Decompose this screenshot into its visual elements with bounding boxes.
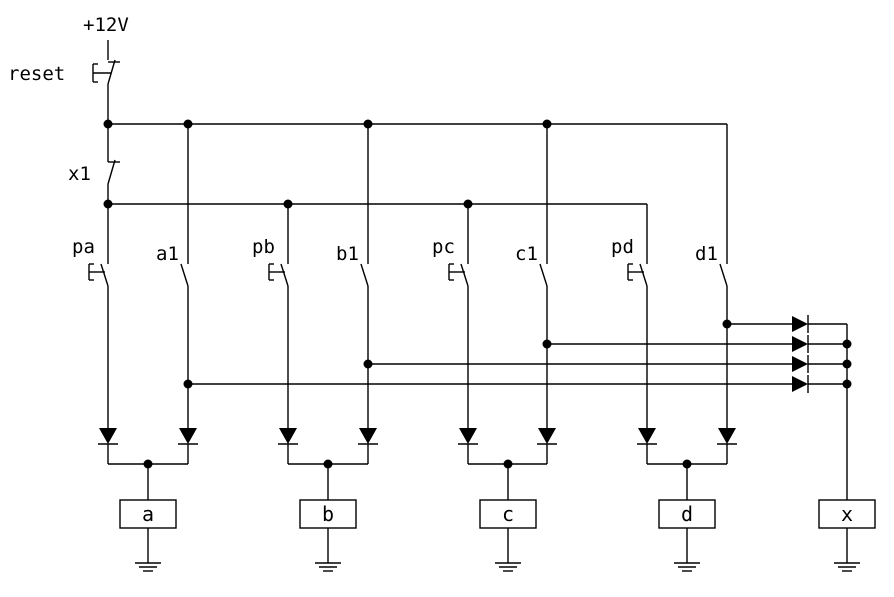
junction-dot xyxy=(183,379,193,389)
pd-diode xyxy=(637,428,657,445)
c1-switch xyxy=(539,263,548,287)
pd-switch xyxy=(627,263,648,287)
pb-diode xyxy=(278,428,298,445)
junction-dot xyxy=(842,359,852,369)
c1-label: c1 xyxy=(515,243,538,265)
x-diode xyxy=(792,355,809,373)
pc-switch xyxy=(448,263,469,287)
c1-diode xyxy=(537,428,557,445)
c-merge-wires xyxy=(467,444,548,500)
ground-icon xyxy=(834,528,860,572)
ground-icon xyxy=(495,528,521,572)
relay-c-label: c xyxy=(502,502,514,526)
supply-label: +12V xyxy=(83,14,129,36)
pc-label: pc xyxy=(432,236,455,258)
relay-d-label: d xyxy=(681,502,693,526)
d1-diode xyxy=(717,428,737,445)
ground-icon xyxy=(674,528,700,572)
ground-icon xyxy=(315,528,341,572)
pd-label: pd xyxy=(611,236,634,258)
relay-x-label: x xyxy=(841,502,853,526)
a1-switch xyxy=(180,263,189,287)
pa-label: pa xyxy=(72,236,95,258)
reset-label: reset xyxy=(8,63,65,85)
relay-a-label: a xyxy=(142,502,154,526)
x1-label: x1 xyxy=(68,163,91,185)
relay-b-label: b xyxy=(322,502,334,526)
relay-d: d xyxy=(658,499,716,529)
b1-label: b1 xyxy=(336,243,359,265)
x1-switch xyxy=(107,159,120,185)
x-diode xyxy=(792,335,809,353)
junction-dot xyxy=(722,319,732,329)
x-diode xyxy=(792,315,809,333)
a1-label: a1 xyxy=(156,243,179,265)
junction-dot xyxy=(842,339,852,349)
pb-label: pb xyxy=(252,236,275,258)
relay-x: x xyxy=(818,499,876,529)
a-merge-wires xyxy=(107,444,189,500)
ground-icon xyxy=(135,528,161,572)
pb-switch xyxy=(268,263,289,287)
relay-b: b xyxy=(299,499,357,529)
d-merge-wires xyxy=(646,444,728,500)
d1-label: d1 xyxy=(695,243,718,265)
d1-switch xyxy=(719,263,728,287)
b-merge-wires xyxy=(287,444,369,500)
junction-dot xyxy=(842,379,852,389)
reset-switch xyxy=(92,59,120,85)
pa-diode xyxy=(98,428,118,445)
pa-switch xyxy=(88,263,109,287)
x-diode xyxy=(792,375,809,393)
a1-diode xyxy=(178,428,198,445)
b1-switch xyxy=(360,263,369,287)
relay-c: c xyxy=(479,499,537,529)
relay-a: a xyxy=(119,499,177,529)
junction-dot xyxy=(363,359,373,369)
b1-diode xyxy=(358,428,378,445)
pc-diode xyxy=(458,428,478,445)
junction-dot xyxy=(542,339,552,349)
